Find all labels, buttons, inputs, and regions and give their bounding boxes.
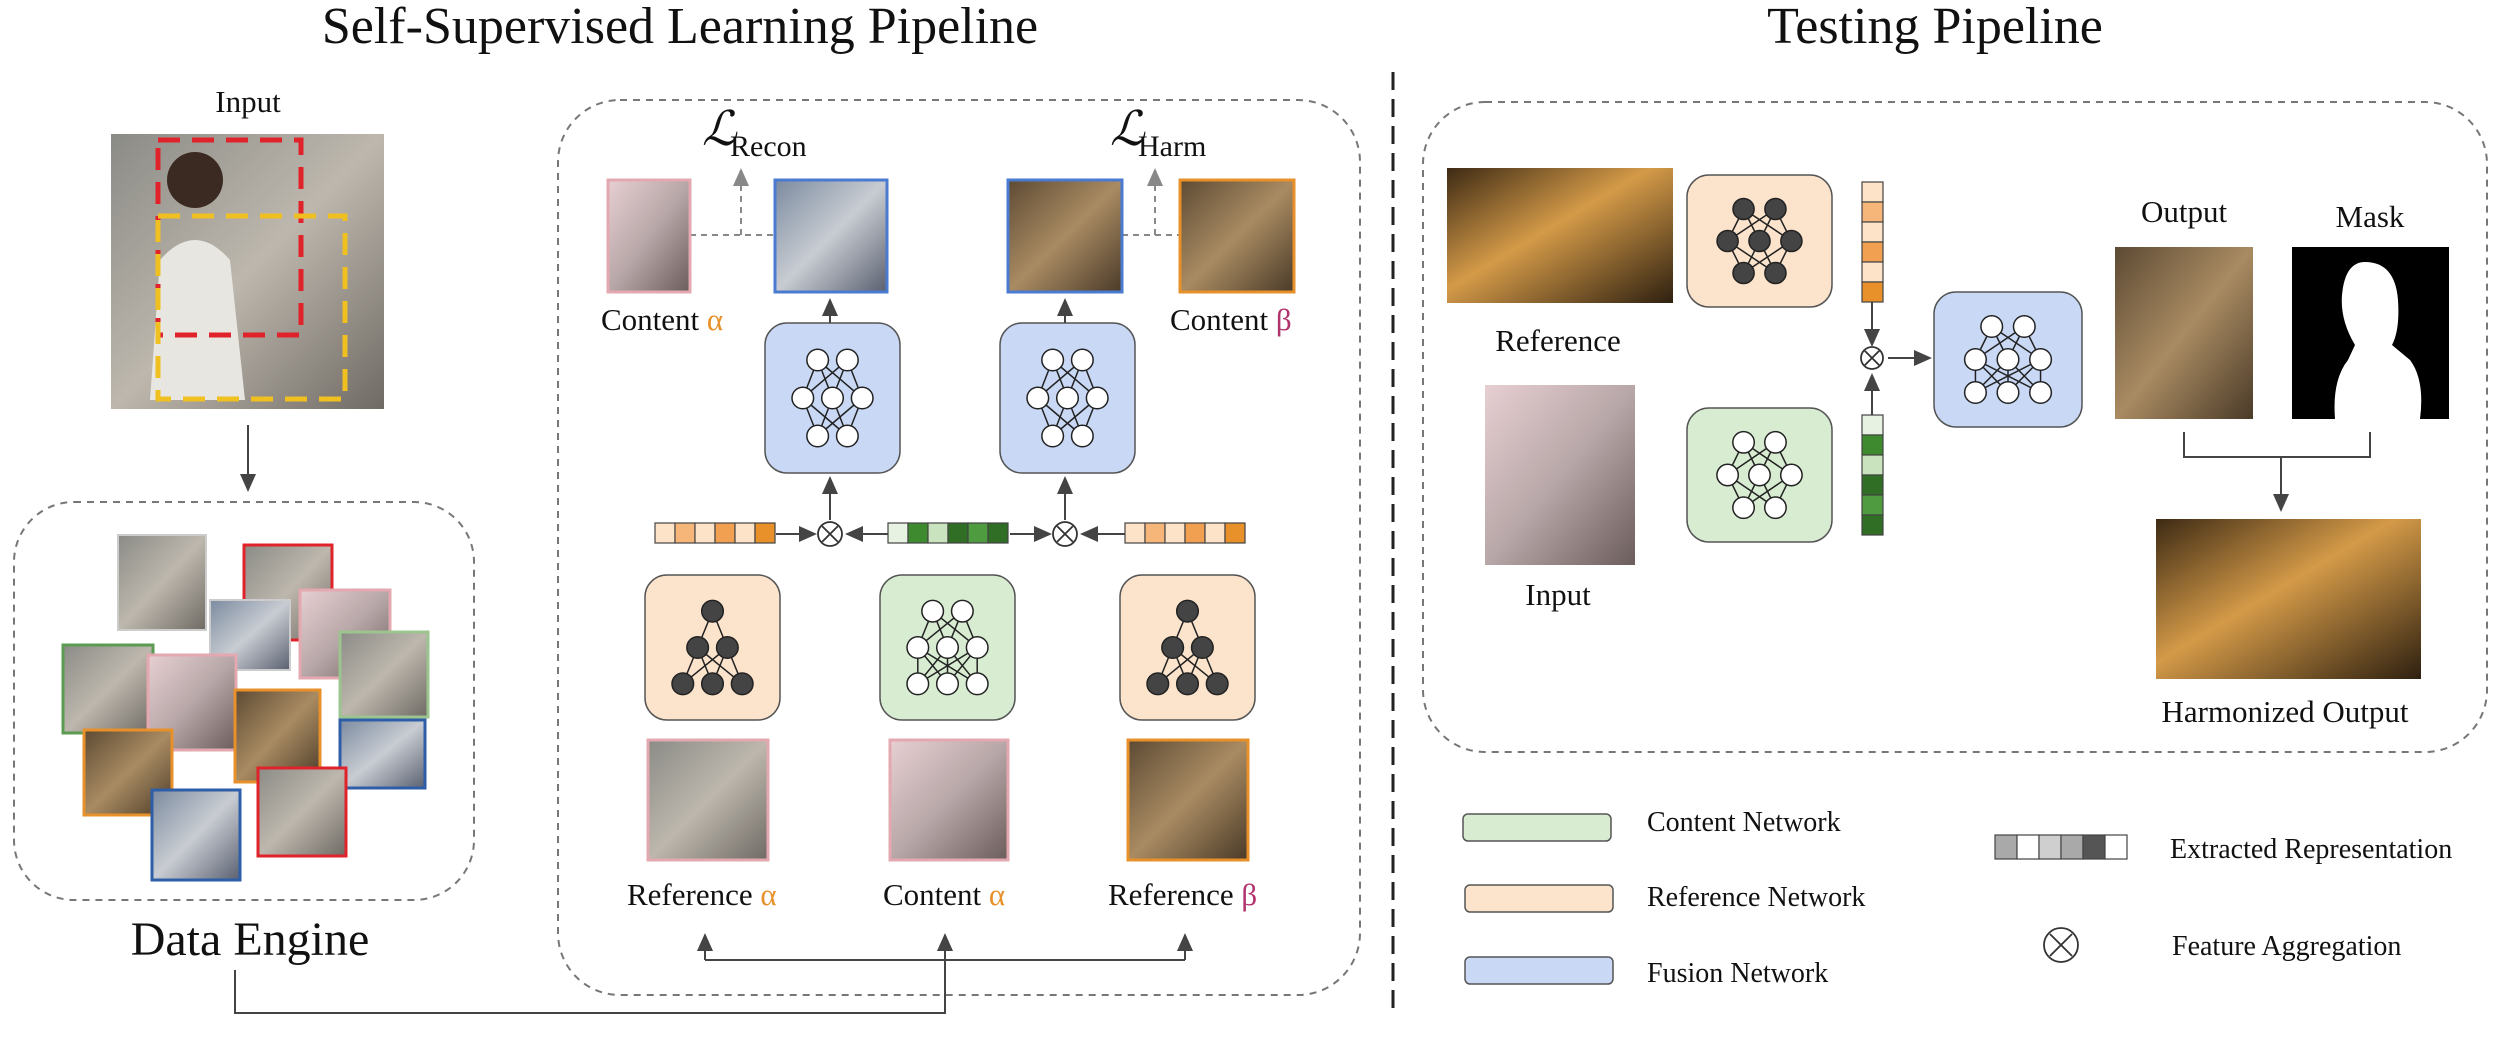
reference-alpha-image (646, 738, 770, 862)
reference-beta-features (1124, 522, 1246, 544)
svg-text:Recon: Recon (730, 130, 807, 163)
legend-aggregation-label: Feature Aggregation (2172, 931, 2401, 962)
test-aggregation (1860, 346, 1884, 370)
content-alpha-target-image (606, 178, 692, 294)
output-label: Output (2141, 194, 2228, 229)
legend-content-swatch (1462, 813, 1612, 842)
test-reference-network (1686, 174, 1833, 308)
legend-representation-swatch (1994, 834, 2128, 860)
content-network (879, 574, 1016, 721)
testing-pipeline-title: Testing Pipeline (1767, 0, 2103, 55)
svg-text:Reference β: Reference β (1108, 877, 1257, 912)
input-label: Input (215, 84, 281, 119)
fusion-network-beta (999, 322, 1136, 474)
ssl-pipeline-title: Self-Supervised Learning Pipeline (322, 0, 1038, 55)
reference-network-alpha (644, 574, 781, 721)
input-image (111, 134, 384, 409)
test-reference-label: Reference (1495, 323, 1621, 358)
legend-fusion-label: Fusion Network (1647, 958, 1828, 989)
svg-text:ℒ: ℒ (1110, 103, 1146, 156)
test-input-label: Input (1525, 577, 1591, 612)
svg-text:Harm: Harm (1138, 130, 1206, 163)
reference-beta-image (1126, 738, 1250, 862)
harm-output-image (1006, 178, 1124, 294)
legend-reference-label: Reference Network (1647, 882, 1865, 913)
svg-text:Content α: Content α (883, 877, 1005, 912)
reference-alpha-label: Reference α (627, 877, 777, 912)
legend-fusion-swatch (1464, 956, 1614, 985)
aggregation-alpha (817, 521, 843, 547)
recon-output-image (773, 178, 889, 294)
test-reference-features (1861, 181, 1884, 303)
augmented-crops (61, 534, 430, 882)
legend-representation-label: Extracted Representation (2170, 834, 2452, 865)
legend-reference-swatch (1464, 884, 1614, 913)
output-mask-merge-connector (2183, 432, 2371, 458)
test-content-network (1686, 407, 1833, 543)
test-reference-image (1447, 168, 1673, 303)
mask-image (2292, 247, 2449, 419)
harmonized-output-label: Harmonized Output (2161, 694, 2408, 729)
reference-network-beta (1119, 574, 1256, 721)
svg-text:Content α: Content α (601, 302, 723, 337)
svg-text:Content β: Content β (1170, 302, 1292, 337)
data-engine-label: Data Engine (131, 913, 370, 966)
content-beta-top-label: Content β (1170, 302, 1292, 337)
aggregation-beta (1052, 521, 1078, 547)
svg-text:ℒ: ℒ (702, 103, 738, 156)
test-fusion-network (1933, 291, 2083, 428)
content-alpha-top-label: Content α (601, 302, 723, 337)
data-engine-box (13, 501, 475, 901)
fusion-network-alpha (764, 322, 901, 474)
testing-panel (1422, 101, 2488, 753)
content-features (887, 522, 1009, 544)
content-alpha-bottom-label: Content α (883, 877, 1005, 912)
engine-to-inputs-connector (234, 933, 953, 1014)
svg-text:Reference α: Reference α (627, 877, 777, 912)
output-image (2115, 247, 2253, 419)
loss-harm: ℒ Harm (1110, 103, 1206, 163)
mask-label: Mask (2336, 199, 2405, 234)
reference-alpha-features (654, 522, 776, 544)
content-beta-target-image (1178, 178, 1296, 294)
legend-content-label: Content Network (1647, 807, 1841, 838)
harmonized-output-image (2156, 519, 2421, 679)
legend-aggregation-icon (2043, 927, 2079, 963)
test-content-features (1861, 414, 1884, 536)
test-input-image (1485, 385, 1635, 565)
yellow-crop-box (155, 213, 348, 402)
content-alpha-image (888, 738, 1010, 862)
loss-recon: ℒ Recon (702, 103, 807, 163)
ssl-training-panel (557, 99, 1361, 996)
reference-beta-label: Reference β (1108, 877, 1257, 912)
